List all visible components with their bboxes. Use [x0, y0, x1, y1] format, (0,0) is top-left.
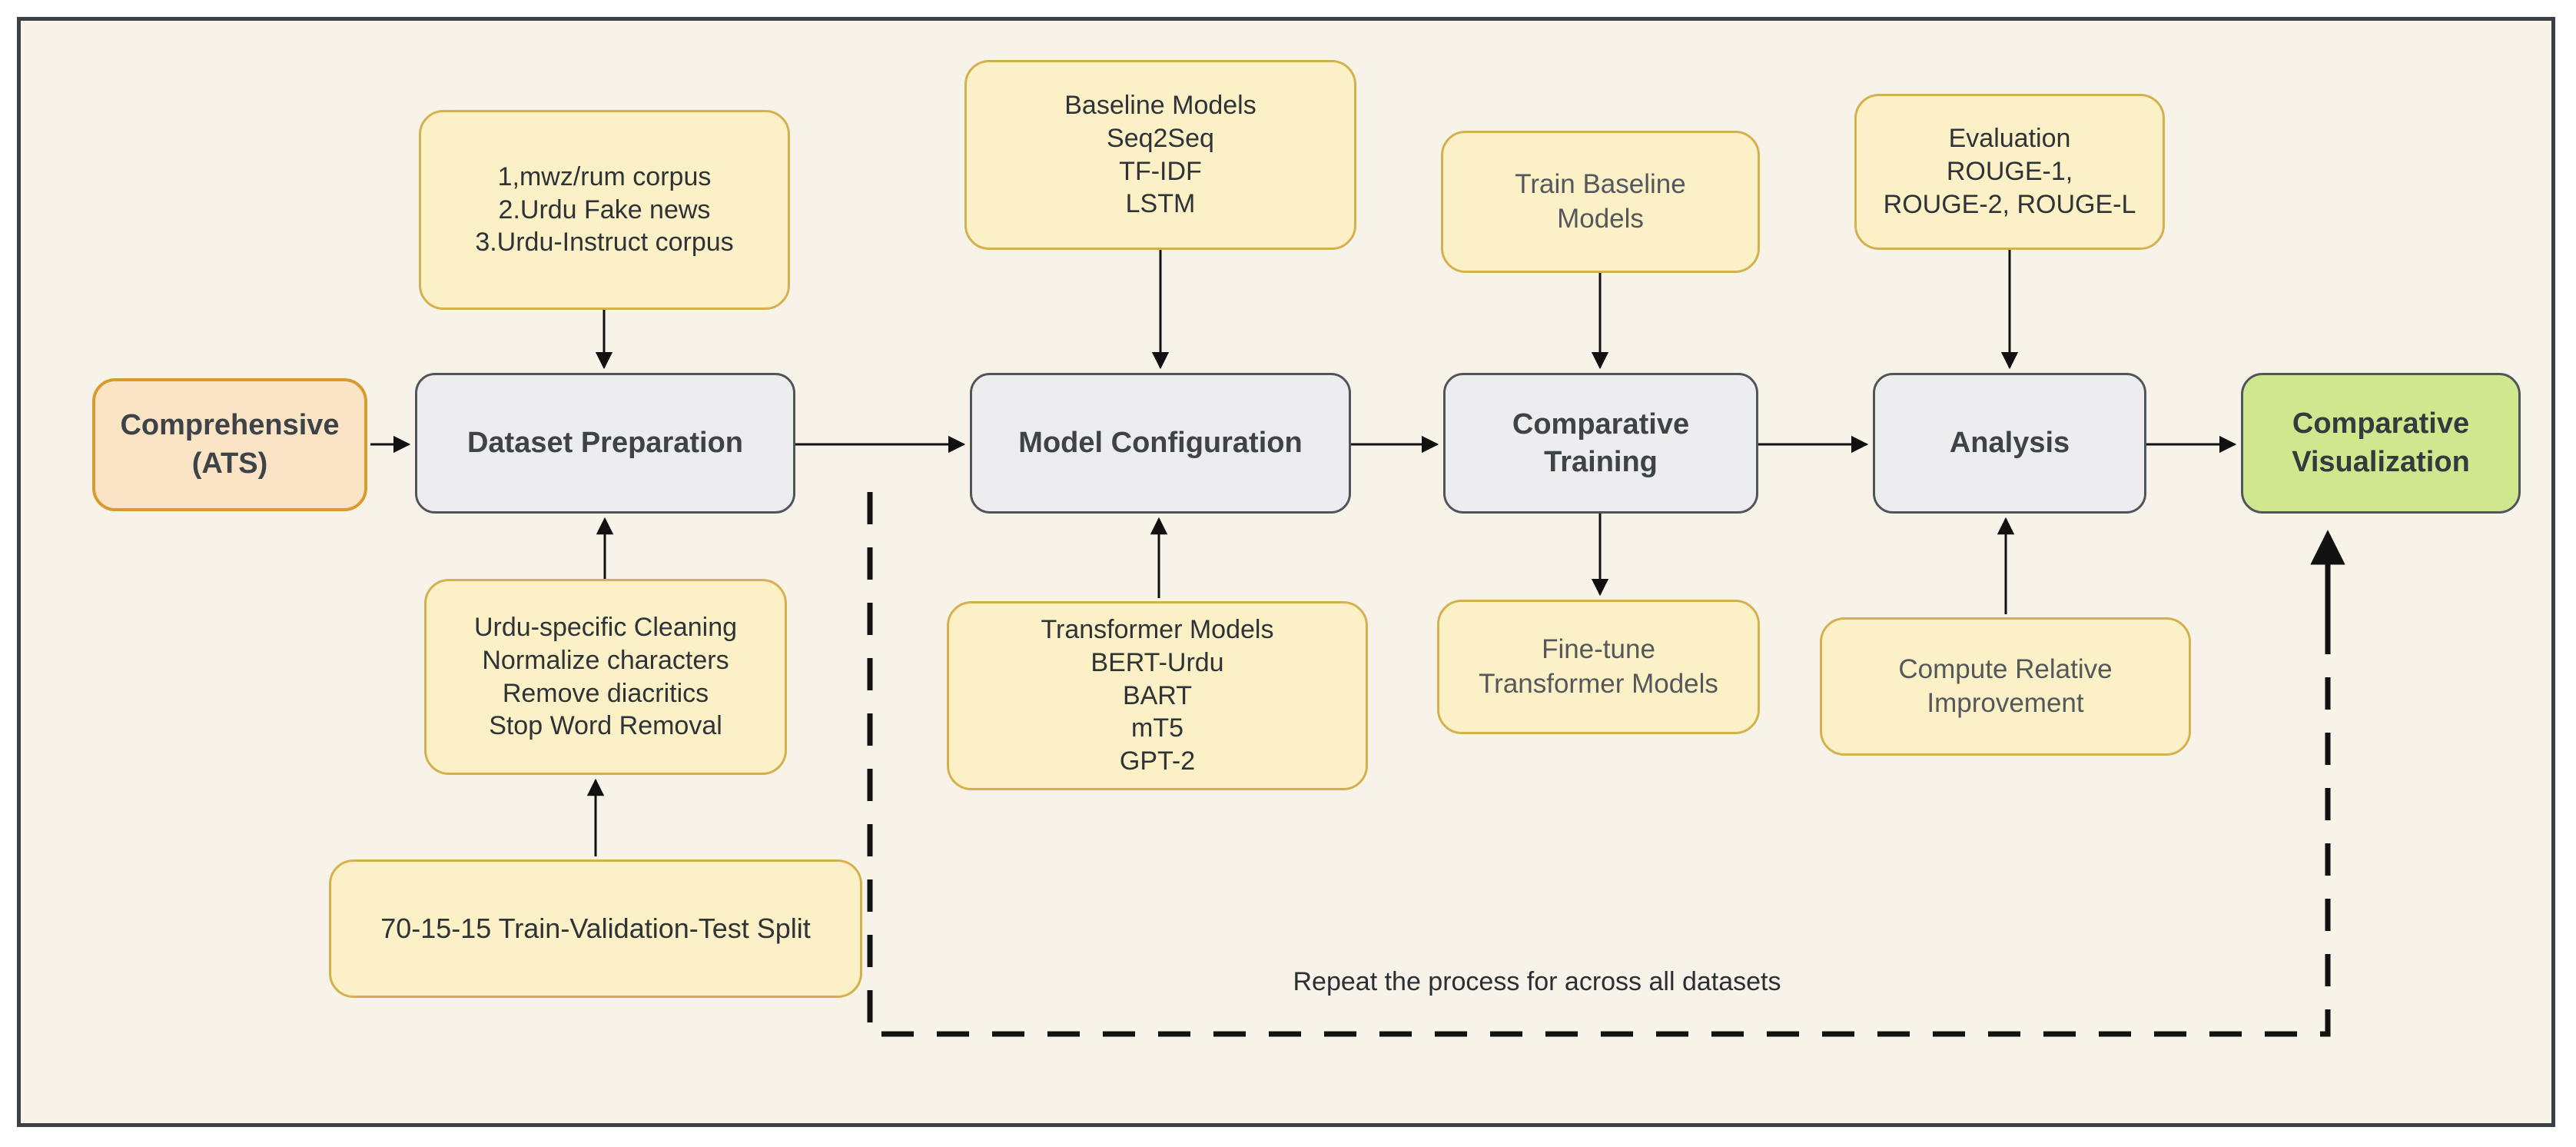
node-model-configuration: Model Configuration: [970, 373, 1351, 514]
node-dataset-preparation: Dataset Preparation: [415, 373, 795, 514]
note-fine-tune-transformer-models: Fine-tune Transformer Models: [1437, 600, 1760, 734]
loop-label: Repeat the process for across all datase…: [1293, 967, 1781, 996]
note-urdu-cleaning: Urdu-specific Cleaning Normalize charact…: [424, 579, 787, 775]
node-comparative-training: Comparative Training: [1443, 373, 1758, 514]
note-transformer-models: Transformer Models BERT-Urdu BART mT5 GP…: [947, 601, 1368, 790]
note-train-validation-test-split: 70-15-15 Train-Validation-Test Split: [329, 859, 862, 998]
node-comparative-visualization: Comparative Visualization: [2241, 373, 2521, 514]
note-compute-relative-improvement: Compute Relative Improvement: [1820, 617, 2191, 756]
note-baseline-models: Baseline Models Seq2Seq TF-IDF LSTM: [964, 60, 1356, 250]
node-comprehensive-ats: Comprehensive (ATS): [92, 378, 367, 511]
note-evaluation-metrics: Evaluation ROUGE-1, ROUGE-2, ROUGE-L: [1854, 94, 2165, 250]
note-train-baseline-models: Train Baseline Models: [1441, 131, 1760, 273]
node-analysis: Analysis: [1873, 373, 2146, 514]
note-corpora: 1,mwz/rum corpus 2.Urdu Fake news 3.Urdu…: [419, 110, 790, 310]
